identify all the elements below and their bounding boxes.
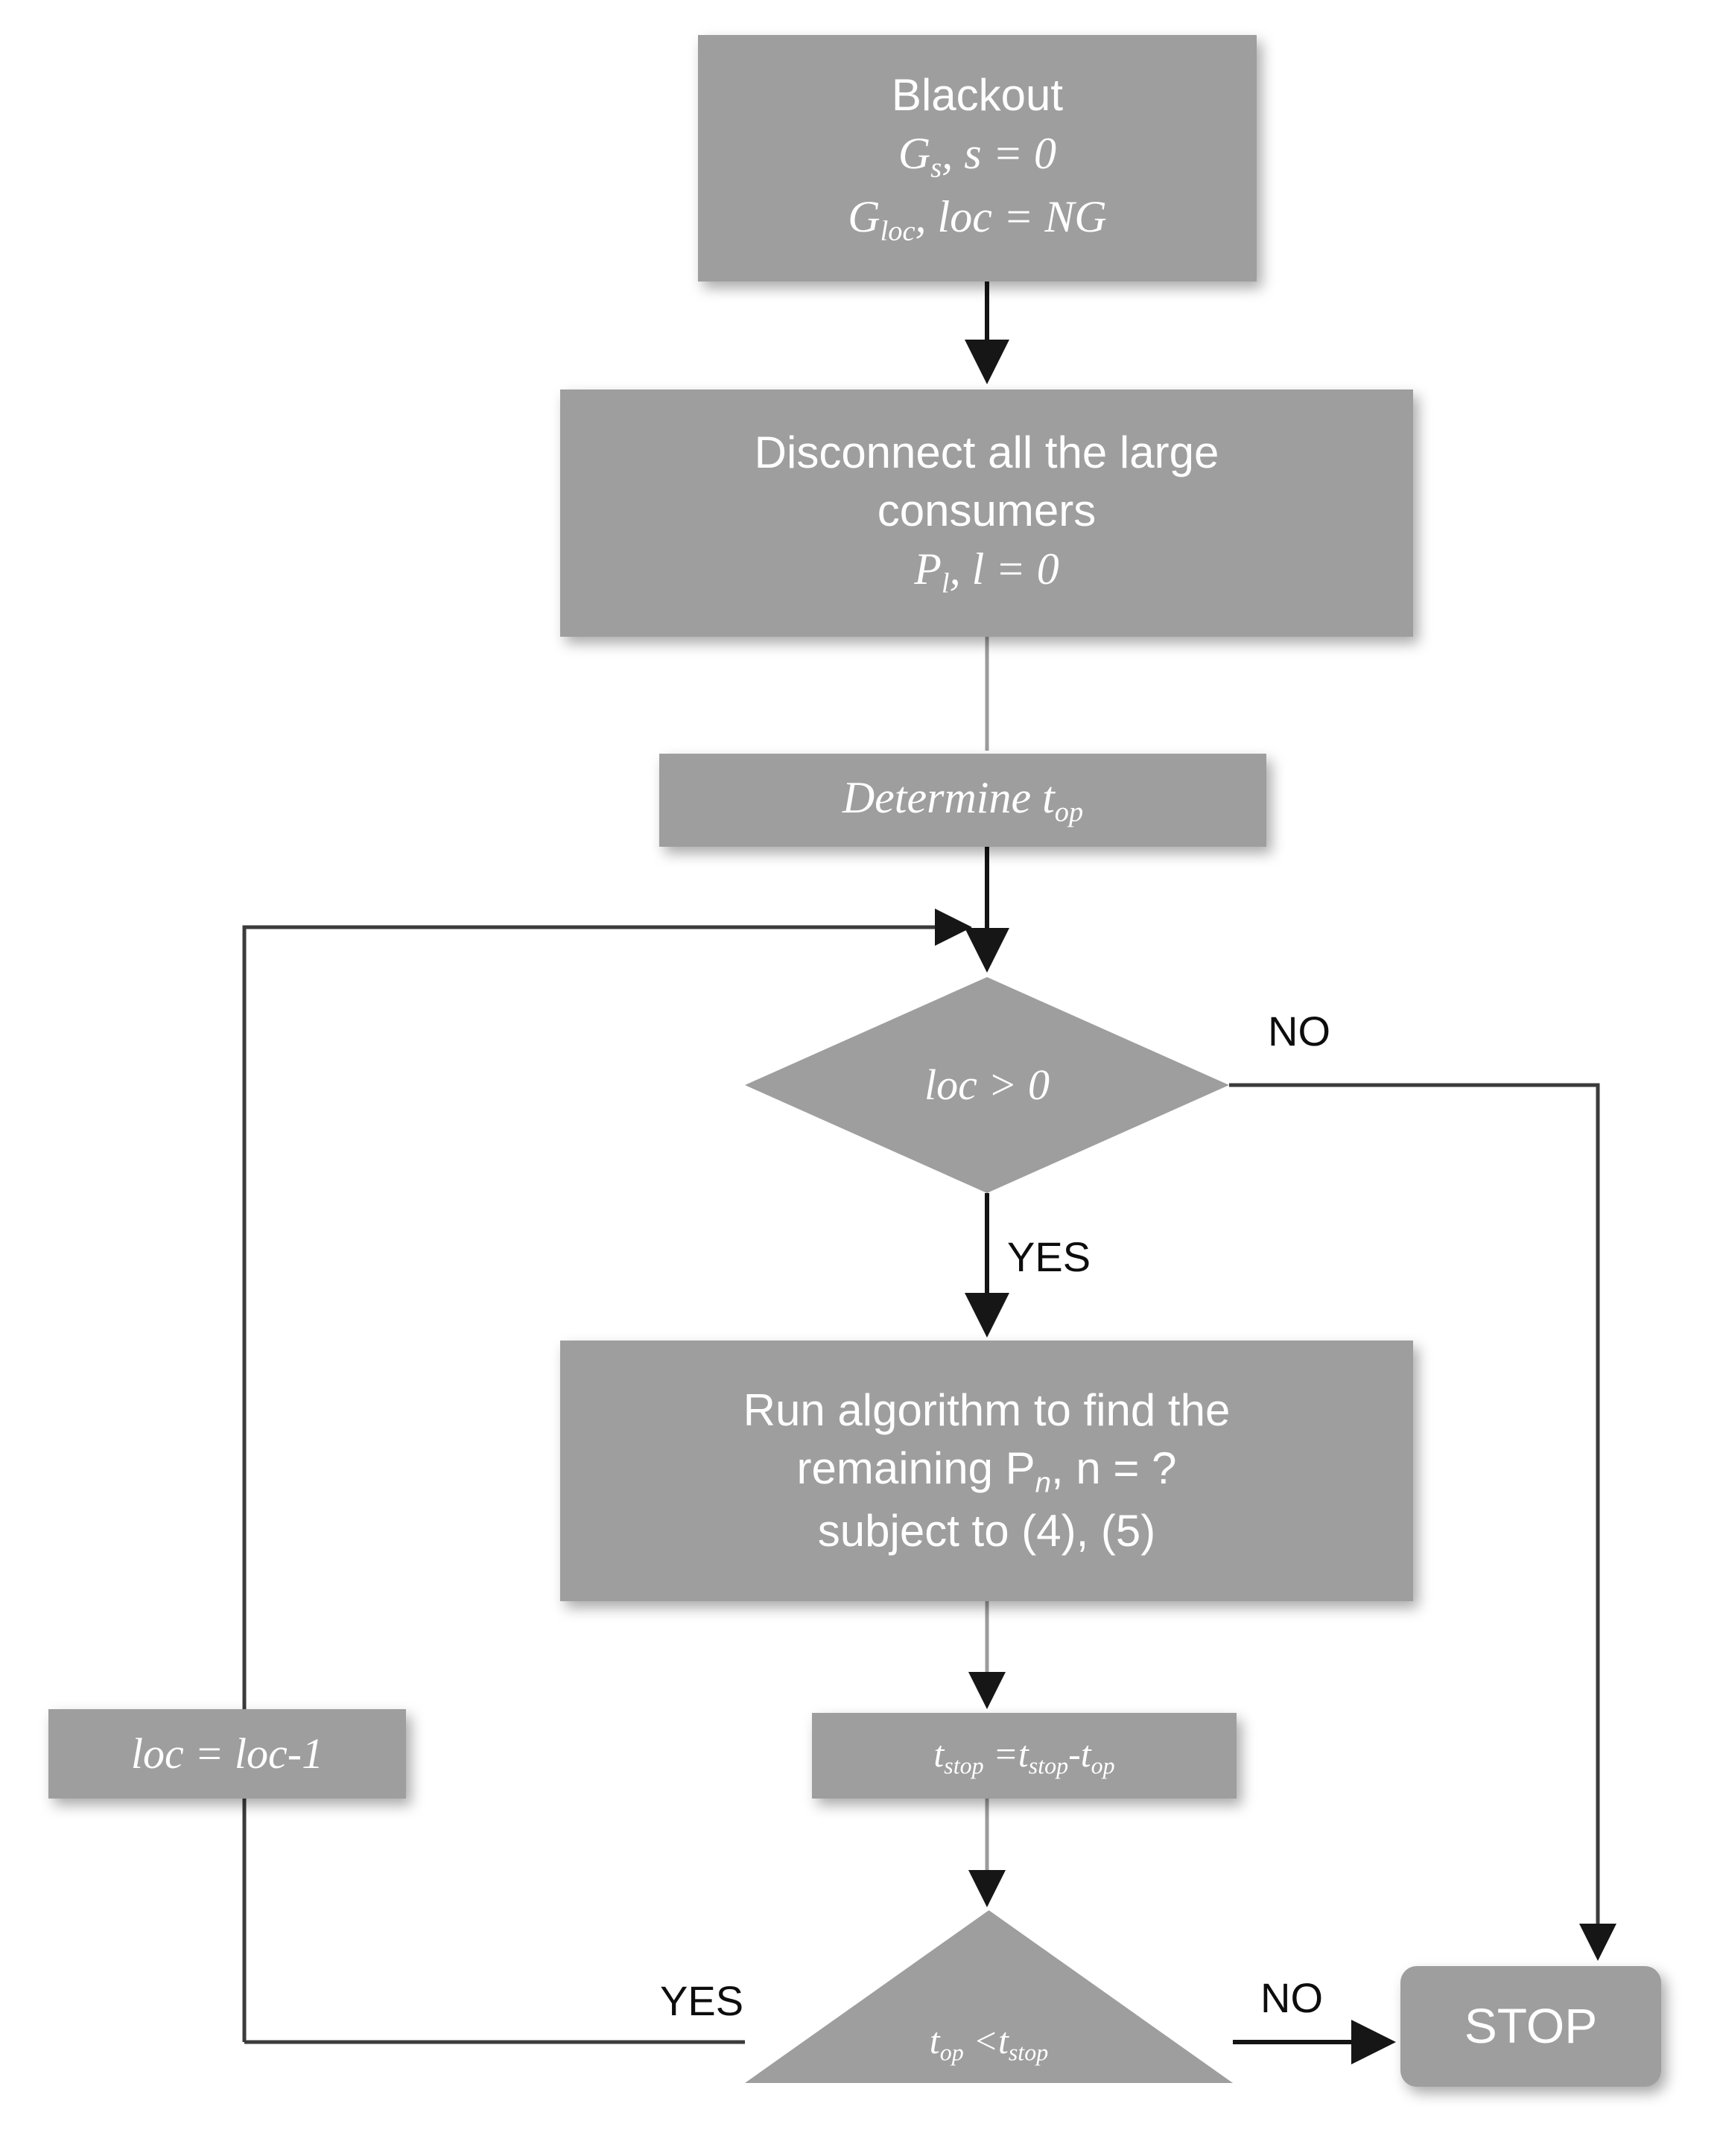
- node-blackout-line-3: Gloc, loc = NG: [848, 191, 1107, 247]
- node-blackout-line-1: Blackout: [891, 70, 1064, 121]
- edge-label-decision-time-no: NO: [1260, 1974, 1323, 2021]
- node-decision-loc-greater-zero[interactable]: loc > 0: [745, 977, 1229, 1193]
- node-disconnect-line-1: Disconnect all the large: [754, 427, 1219, 477]
- node-disconnect-line-3: Pl, l = 0: [914, 544, 1059, 600]
- node-determine-line-1: Determine top: [842, 773, 1084, 828]
- node-blackout[interactable]: Blackout Gs, s = 0 Gloc, loc = NG: [698, 35, 1257, 282]
- node-decision-time-label: top <tstop: [929, 2019, 1049, 2066]
- node-runalg-line-1: Run algorithm to find the: [743, 1385, 1231, 1436]
- node-loc-decrement[interactable]: loc = loc-1: [48, 1709, 406, 1799]
- node-tstop-update-label: tstop =tstop-top: [933, 1732, 1115, 1779]
- edge-label-decision-time-yes: YES: [660, 1977, 744, 2024]
- edge-label-decision-loc-yes: YES: [1007, 1233, 1091, 1280]
- node-decision-time-compare[interactable]: top <tstop: [745, 1910, 1233, 2083]
- node-stop-label: STOP: [1464, 1998, 1598, 2054]
- node-determine-top[interactable]: Determine top: [659, 754, 1266, 847]
- node-run-algorithm[interactable]: Run algorithm to find the remaining Pn, …: [560, 1341, 1413, 1601]
- edge-label-decision-loc-no: NO: [1268, 1008, 1330, 1055]
- node-tstop-update[interactable]: tstop =tstop-top: [812, 1713, 1237, 1799]
- node-runalg-line-2: remaining Pn, n = ?: [796, 1443, 1177, 1499]
- node-decision-loc-label: loc > 0: [924, 1060, 1050, 1110]
- node-disconnect-line-2: consumers: [877, 485, 1097, 535]
- node-disconnect-large-consumers[interactable]: Disconnect all the large consumers Pl, l…: [560, 389, 1413, 637]
- node-stop[interactable]: STOP: [1400, 1966, 1661, 2087]
- node-blackout-line-2: Gs, s = 0: [898, 129, 1057, 184]
- node-loc-decrement-label: loc = loc-1: [130, 1729, 324, 1778]
- node-runalg-line-3: subject to (4), (5): [817, 1505, 1156, 1556]
